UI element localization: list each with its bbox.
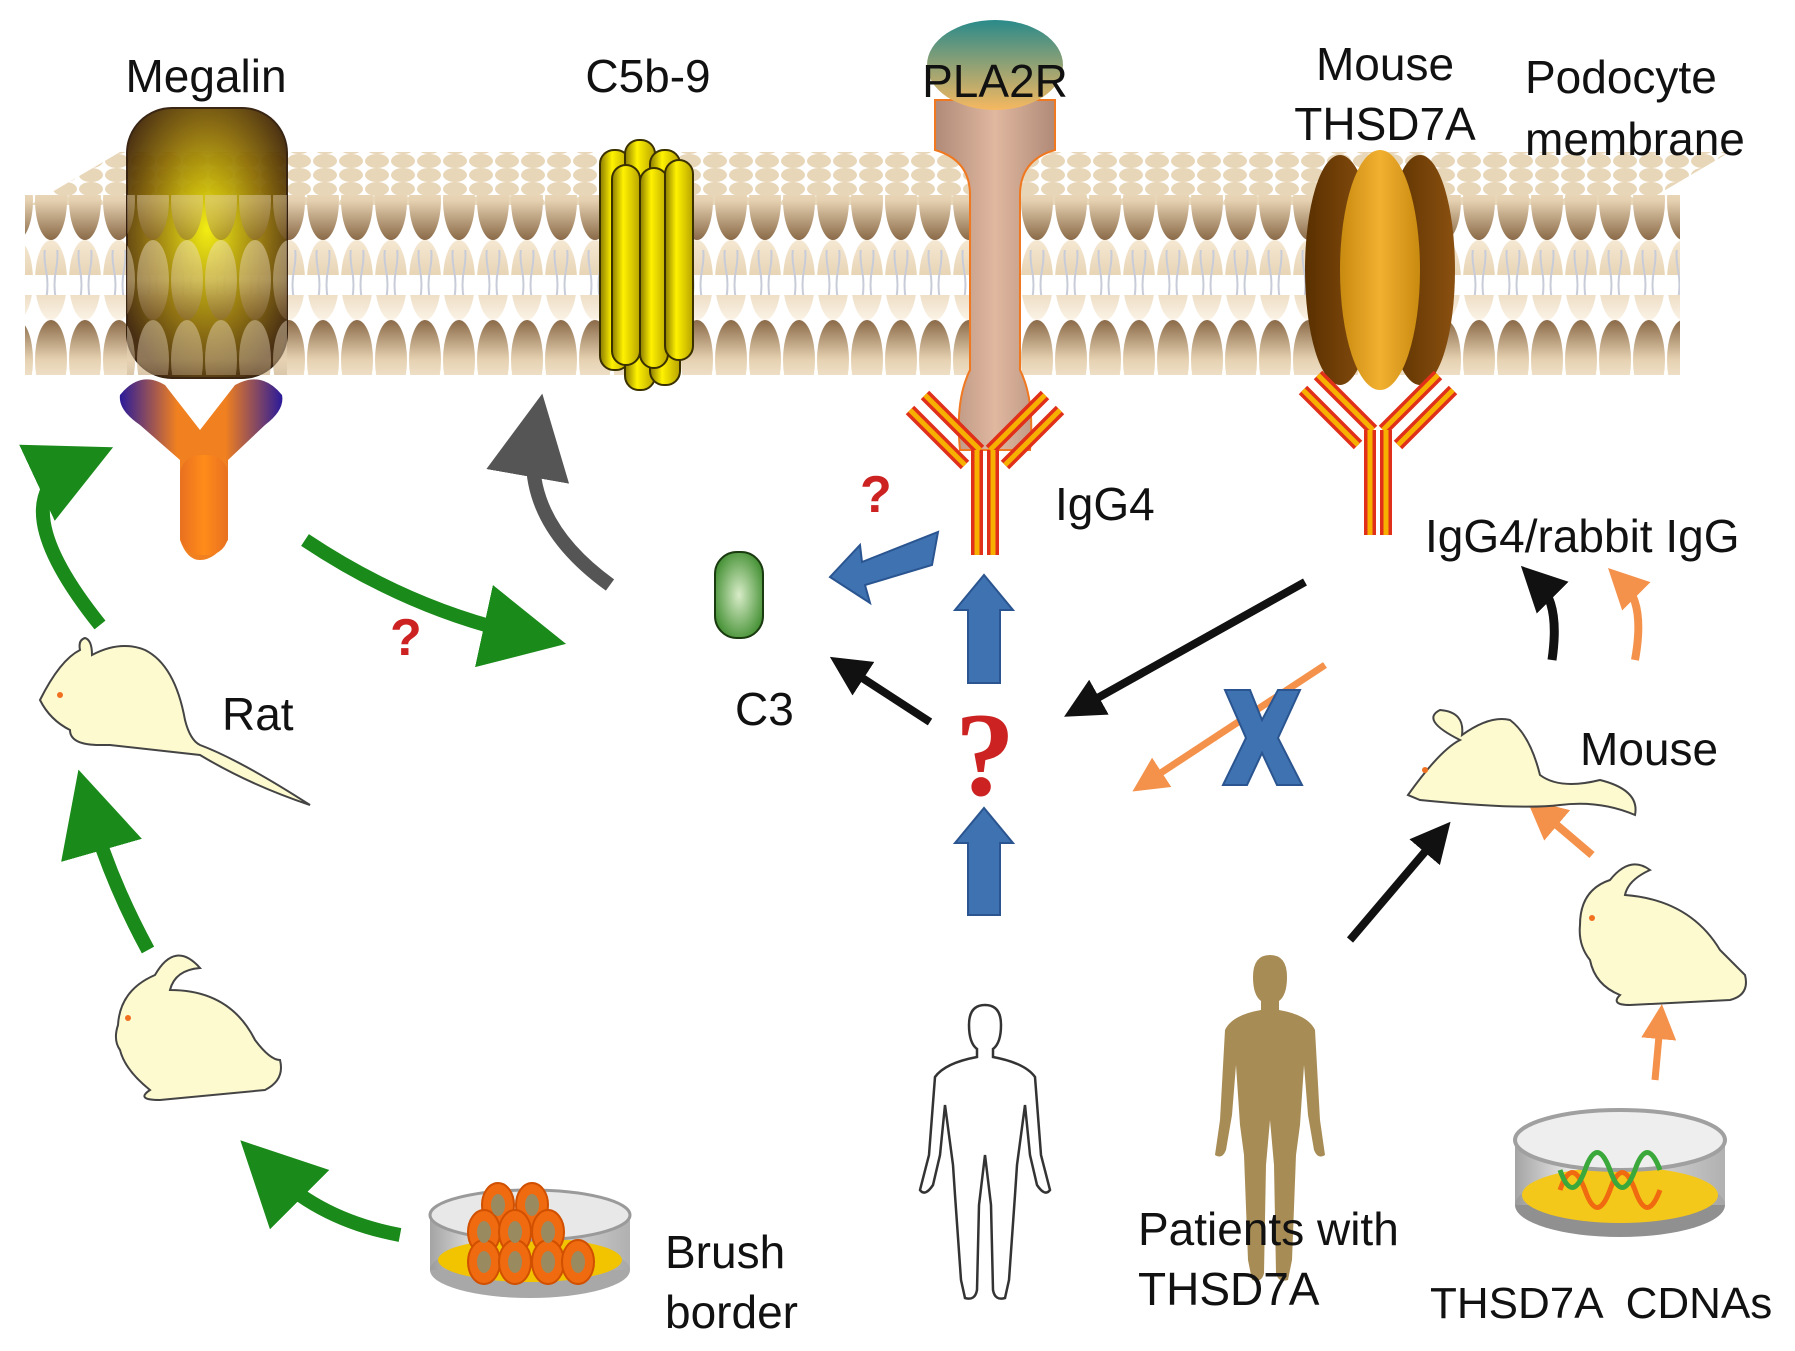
rabbit-icon-right[interactable]: [1578, 863, 1747, 1007]
arrow-rabbit-to-mouse: [1526, 799, 1595, 859]
question-mark-small-left: ?: [390, 609, 422, 667]
arrow-mouse-to-igg4-orange: [1608, 568, 1651, 661]
label-c5b9: C5b-9: [585, 50, 710, 102]
rabbit-icon-left[interactable]: [114, 954, 282, 1102]
thsd7a-antibody: [1298, 370, 1458, 535]
arrow-c3-to-c5b9: [486, 393, 615, 591]
label-podocyte-line2: membrane: [1525, 113, 1745, 165]
c3-complement-icon[interactable]: [714, 551, 764, 639]
label-patients-line1: Patients with: [1138, 1203, 1399, 1255]
blocked-x-mark: [1221, 689, 1304, 786]
arrow-rabbit-to-rat: [61, 769, 155, 954]
label-mouse-thsd7a-line1: Mouse: [1316, 38, 1454, 90]
label-rat: Rat: [222, 688, 294, 740]
label-igg4: IgG4: [1055, 478, 1155, 530]
arrow-igg4-to-c3: [828, 530, 940, 606]
c5b9-complex[interactable]: [599, 139, 694, 391]
mouse-thsd7a-protein[interactable]: [1305, 150, 1455, 390]
brush-border-dish-icon[interactable]: [428, 1182, 632, 1298]
label-brush-border-line2: border: [665, 1286, 798, 1338]
label-podocyte-line1: Podocyte: [1525, 51, 1717, 103]
arrow-patient-to-mouse: [1346, 821, 1451, 943]
pla2r-protein[interactable]: [927, 20, 1063, 451]
cdna-dish-icon[interactable]: [1513, 1108, 1727, 1237]
membrane-top-surface: [30, 152, 1730, 205]
question-mark-small-center: ?: [860, 466, 892, 524]
igg4-antibody: [905, 390, 1065, 555]
dna-helix-icon: [1557, 1170, 1663, 1210]
mouse-icon[interactable]: [1406, 708, 1637, 817]
label-c3: C3: [735, 683, 794, 735]
label-mouse: Mouse: [1580, 723, 1718, 775]
rat-icon[interactable]: [38, 636, 311, 806]
human-outline-icon[interactable]: [918, 1003, 1052, 1300]
question-mark-unknown-mechanism: ?: [955, 688, 1015, 821]
label-mouse-thsd7a-line2: THSD7A: [1294, 98, 1476, 150]
arrow-mouse-to-igg4-black: [1520, 565, 1569, 661]
label-patients-line2: THSD7A: [1138, 1263, 1320, 1315]
label-pla2r: PLA2R: [922, 55, 1068, 107]
arrow-rat-to-megalin: [19, 444, 114, 630]
arrow-unknown-to-c3: [829, 656, 933, 726]
label-igg4-rabbit: IgG4/rabbit IgG: [1425, 510, 1740, 562]
megalin-protein[interactable]: [126, 107, 288, 379]
arrow-unknown-to-igg4: [952, 573, 1016, 684]
arrow-human-to-unknown: [952, 806, 1016, 916]
arrow-dish-to-rabbit: [240, 1140, 402, 1242]
label-brush-border-line1: Brush: [665, 1226, 785, 1278]
label-cdnas: THSD7A CDNAs: [1430, 1279, 1772, 1328]
arrow-thsd7a-to-unknown: [1064, 578, 1307, 717]
human-patient-icon[interactable]: [1215, 955, 1325, 1281]
megalin-antibody: [119, 379, 283, 560]
arrow-rabbit-to-unknown-blocked: [1132, 662, 1327, 792]
arrow-cdna-to-rabbit: [1641, 1004, 1677, 1081]
arrow-megalin-to-c3: [301, 534, 567, 668]
label-megalin: Megalin: [125, 50, 286, 102]
